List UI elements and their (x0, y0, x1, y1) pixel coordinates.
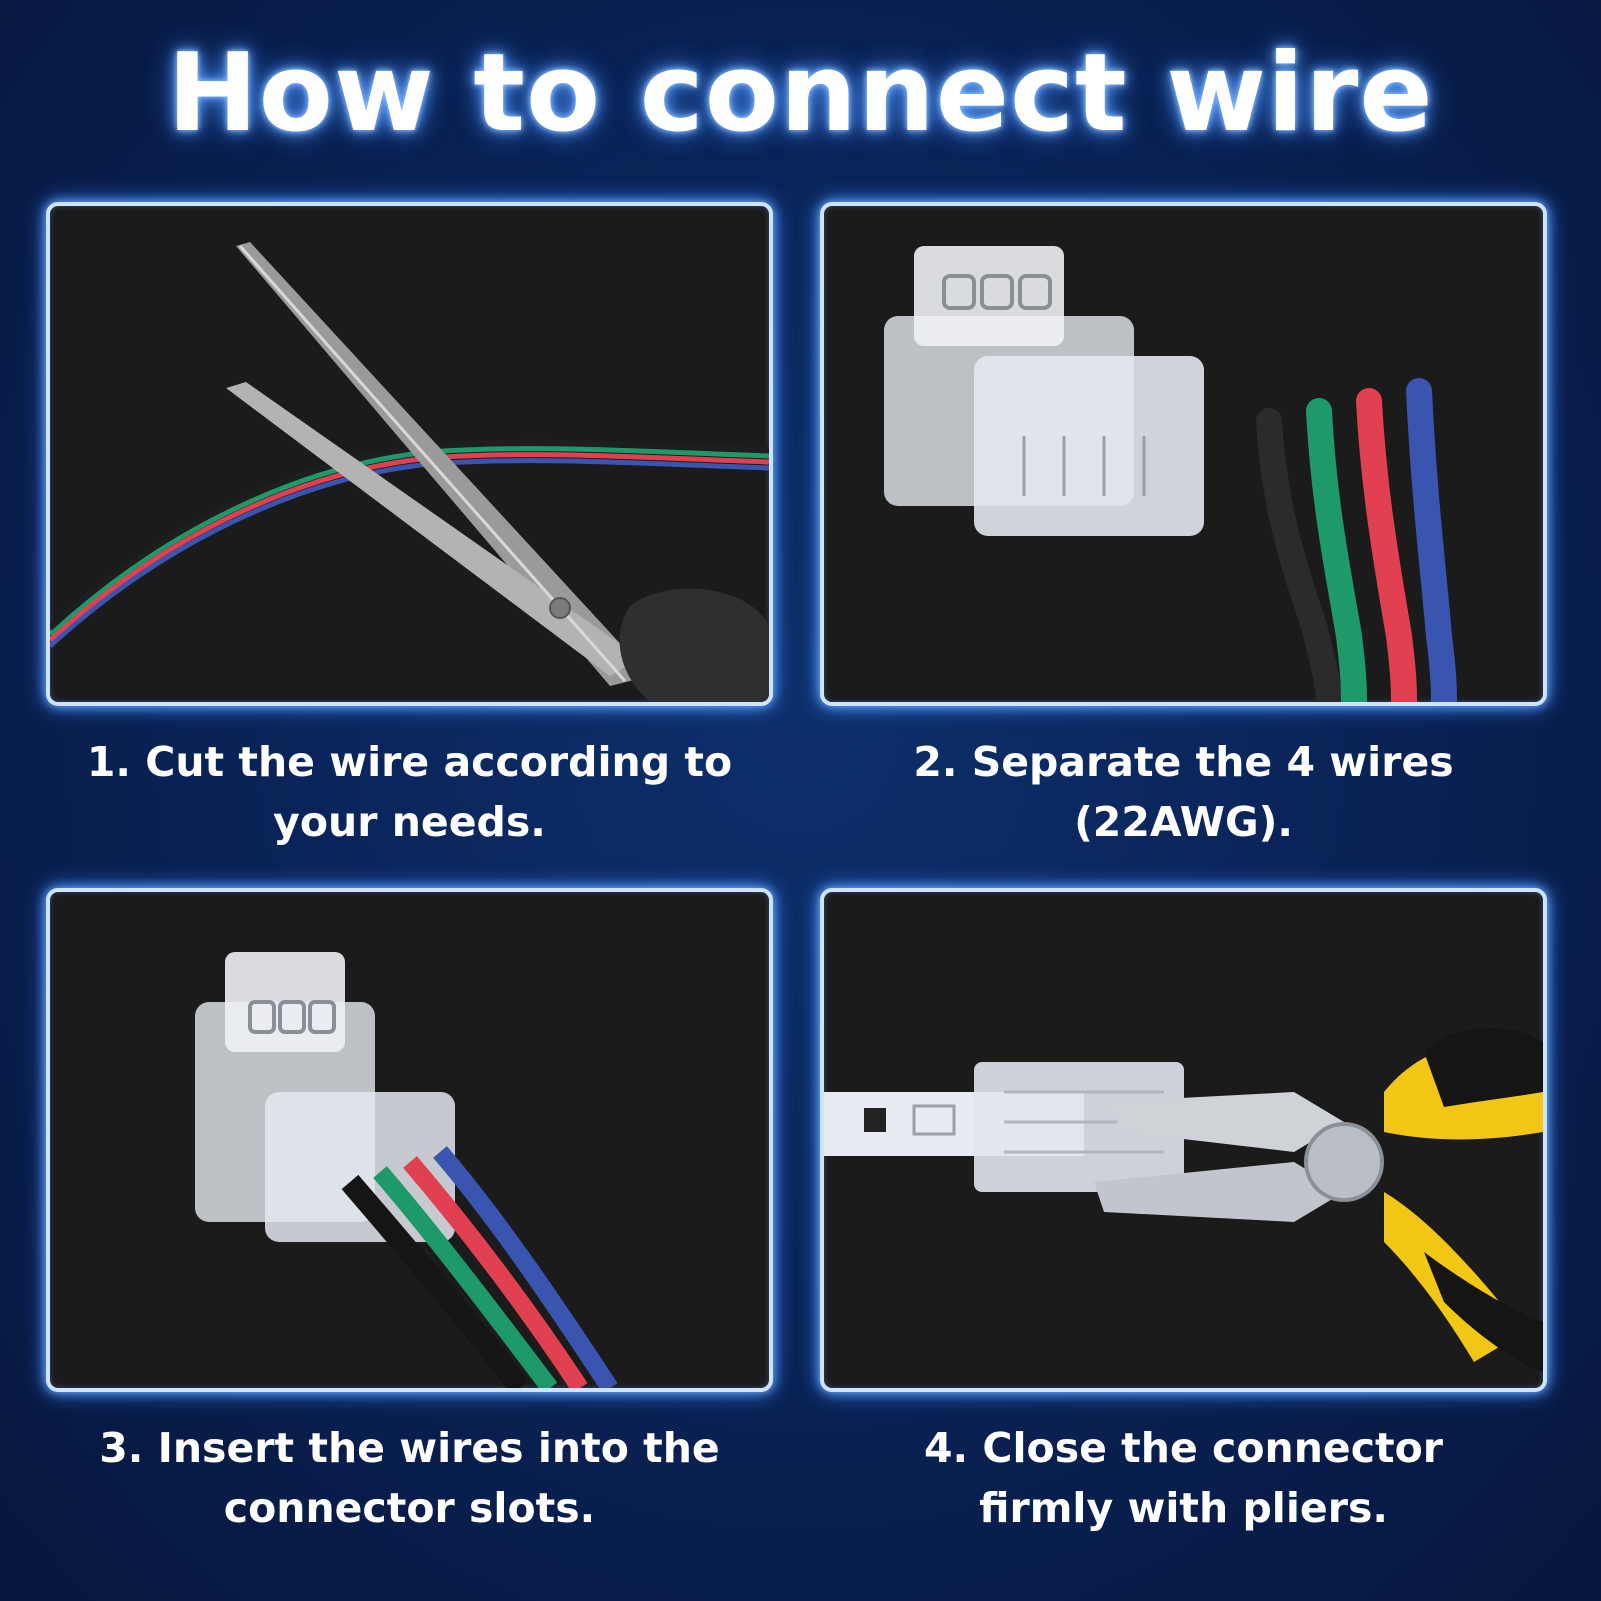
step-1-caption: 1. Cut the wire according to your needs. (46, 732, 773, 852)
page-title: How to connect wire (167, 31, 1434, 156)
step-3-caption-line-2: connector slots. (223, 1484, 596, 1532)
wires-icon (1256, 378, 1457, 702)
pliers-icon (824, 1028, 1543, 1372)
step-4-caption-line-2: firmly with pliers. (979, 1484, 1388, 1532)
step-2-caption: 2. Separate the 4 wires (22AWG). (820, 732, 1547, 852)
connector-icon (884, 246, 1204, 536)
step-4-caption-line-1: 4. Close the connector (924, 1424, 1443, 1472)
step-2-caption-line-2: (22AWG). (1074, 798, 1293, 846)
scissors-icon (50, 242, 769, 702)
step-3-caption-line-1: 3. Insert the wires into the (99, 1424, 720, 1472)
step-2-image (820, 202, 1547, 706)
step-2-caption-line-1: 2. Separate the 4 wires (913, 738, 1454, 786)
step-4-caption: 4. Close the connector firmly with plier… (820, 1418, 1547, 1538)
step-4-image (820, 888, 1547, 1392)
step-1-caption-line-1: 1. Cut the wire according to (86, 738, 733, 786)
connector-icon (195, 952, 618, 1388)
step-3-caption: 3. Insert the wires into the connector s… (46, 1418, 773, 1538)
step-1-caption-line-2: your needs. (273, 798, 546, 846)
step-3-image (46, 888, 773, 1392)
step-1-image (46, 202, 773, 706)
